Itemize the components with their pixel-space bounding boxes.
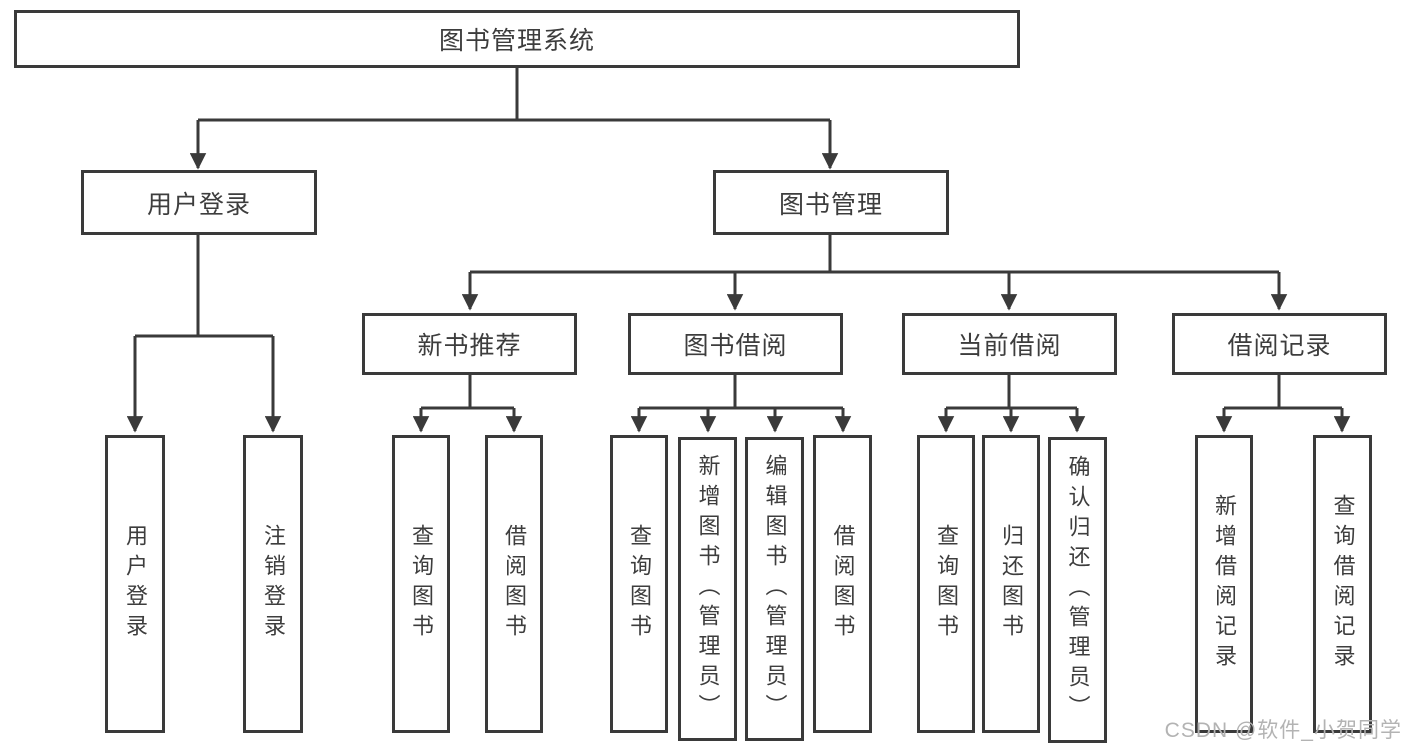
node-new-book-recommend: 新书推荐 — [362, 313, 577, 375]
leaf-add-books-admin: 新增图书（管理员） — [678, 437, 737, 741]
csdn-watermark: CSDN @软件_小贺同学 — [1164, 719, 1402, 742]
node-book-management: 图书管理 — [713, 170, 949, 235]
node-label: 用户登录 — [123, 524, 148, 644]
node-user-login: 用户登录 — [81, 170, 317, 235]
node-label: 查询图书 — [627, 524, 652, 644]
node-label: 查询图书 — [934, 524, 959, 644]
node-label: 编辑图书（管理员） — [762, 454, 788, 724]
node-label: 确认归还（管理员） — [1065, 455, 1091, 725]
leaf-edit-books-admin: 编辑图书（管理员） — [745, 437, 804, 741]
node-label: 借阅记录 — [1227, 332, 1332, 360]
node-label: 归还图书 — [999, 524, 1024, 644]
node-label: 当前借阅 — [957, 332, 1062, 360]
node-label: 图书借阅 — [683, 332, 788, 360]
node-label: 用户登录 — [146, 190, 251, 219]
leaf-add-borrow-record: 新增借阅记录 — [1195, 435, 1253, 733]
node-library-management-system: 图书管理系统 — [14, 10, 1020, 68]
node-label: 借阅图书 — [502, 524, 527, 644]
node-label: 查询图书 — [409, 524, 434, 644]
leaf-query-books: 查询图书 — [392, 435, 450, 733]
leaf-query-borrow-record: 查询借阅记录 — [1313, 435, 1372, 733]
leaf-borrow-books: 借阅图书 — [485, 435, 543, 733]
leaf-user-login: 用户登录 — [105, 435, 165, 733]
node-label: 新增借阅记录 — [1212, 494, 1237, 674]
leaf-query-books: 查询图书 — [610, 435, 668, 733]
node-label: 注销登录 — [261, 524, 286, 644]
node-label: 新增图书（管理员） — [695, 454, 721, 724]
node-label: 图书管理 — [778, 190, 883, 219]
node-book-borrowing: 图书借阅 — [628, 313, 843, 375]
node-label: 借阅图书 — [830, 524, 856, 644]
leaf-borrow-books: 借阅图书 — [813, 435, 872, 733]
node-borrowing-records: 借阅记录 — [1172, 313, 1387, 375]
node-label: 新书推荐 — [417, 332, 522, 360]
node-label: 图书管理系统 — [438, 27, 595, 55]
node-label: 查询借阅记录 — [1330, 494, 1356, 674]
node-current-borrowing: 当前借阅 — [902, 313, 1117, 375]
leaf-logout: 注销登录 — [243, 435, 303, 733]
leaf-confirm-return-admin: 确认归还（管理员） — [1048, 437, 1107, 743]
leaf-return-books: 归还图书 — [982, 435, 1040, 733]
leaf-query-books: 查询图书 — [917, 435, 975, 733]
